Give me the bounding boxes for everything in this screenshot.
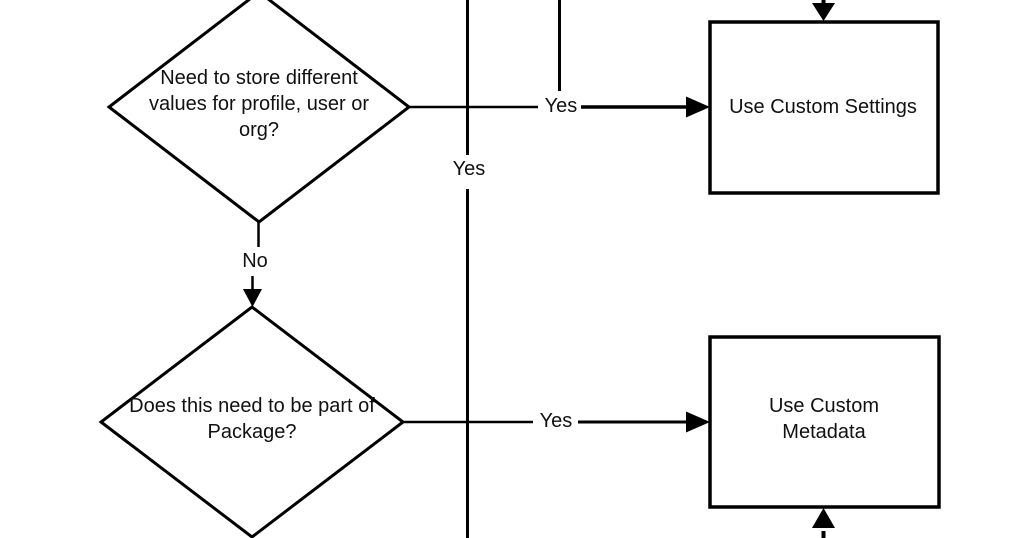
arrowhead-custom-metadata-bottom	[812, 508, 835, 528]
edge-label-yes-middle: Yes	[452, 158, 486, 180]
decision1-label: Need to store different values for profi…	[148, 67, 370, 141]
process-node-custom-metadata	[708, 335, 941, 509]
edge-label-yes-top: Yes	[544, 95, 578, 117]
arrowhead-custom-settings-top	[812, 3, 835, 21]
edge-label-yes-bottom: Yes	[539, 410, 573, 432]
process-node-custom-settings	[708, 20, 940, 195]
edge-label-no: No	[242, 250, 268, 272]
decision-node-store-values	[106, 0, 412, 224]
arrowhead-into-decision2	[243, 289, 262, 307]
custom-settings-label: Use Custom Settings	[729, 96, 917, 118]
decision2-label: Does this need to be part of Package?	[129, 395, 375, 443]
arrowhead-into-custom-metadata	[686, 411, 710, 433]
custom-metadata-label: Use Custom Metadata	[768, 395, 880, 443]
arrowhead-into-custom-settings	[686, 96, 710, 118]
decision-node-package	[98, 305, 406, 538]
